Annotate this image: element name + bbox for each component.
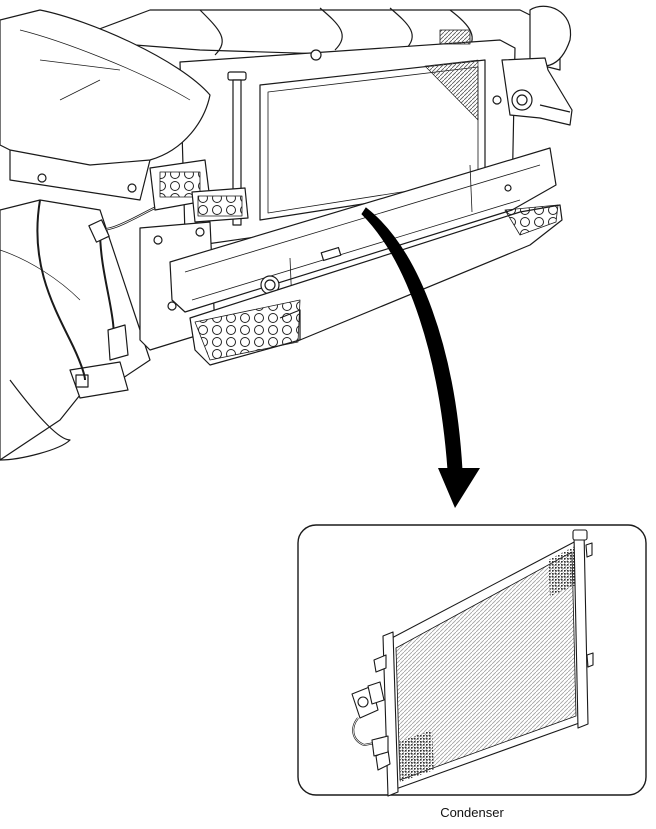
pointer-arrow-icon: [362, 208, 480, 508]
vehicle-front-end-icon: [0, 6, 572, 460]
condenser-label: Condenser: [440, 805, 504, 820]
condenser-icon: [352, 530, 593, 796]
